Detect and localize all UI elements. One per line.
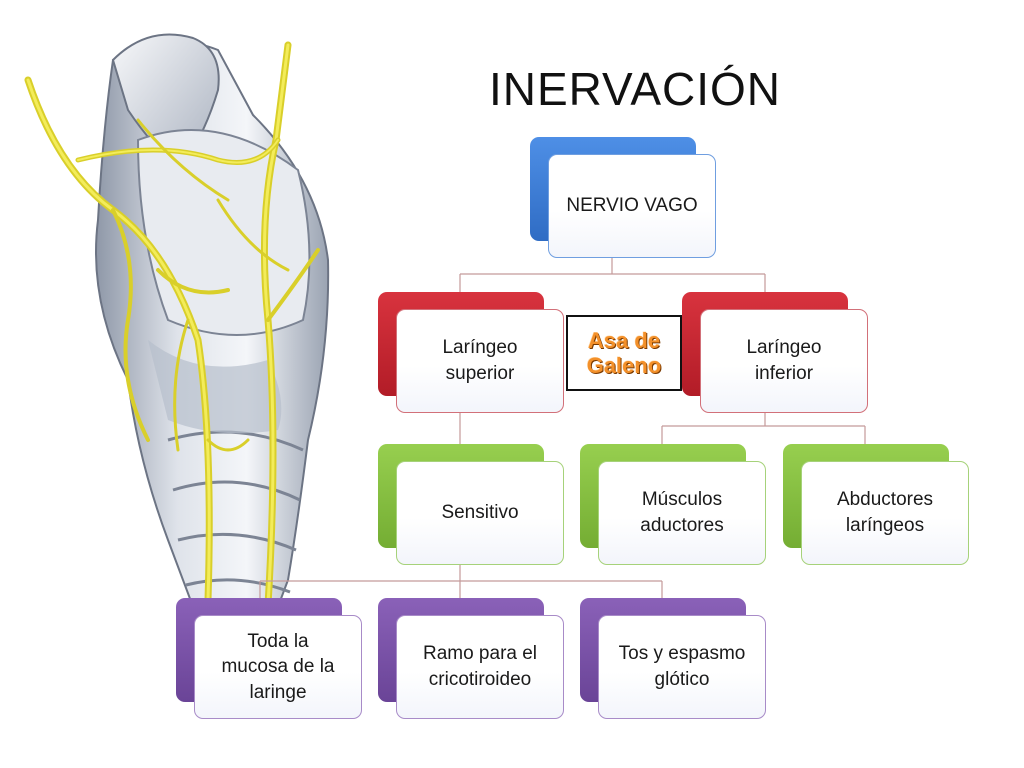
node-musculos-aductores-label: Músculos aductores bbox=[598, 461, 766, 565]
node-abductores-laringeos: Abductores laríngeos bbox=[783, 444, 969, 566]
node-ramo-cricotiroideo-label: Ramo para el cricotiroideo bbox=[396, 615, 564, 719]
node-laringeo-inferior-label: Laríngeo inferior bbox=[700, 309, 868, 413]
node-toda-la-mucosa-label: Toda la mucosa de la laringe bbox=[194, 615, 362, 719]
node-tos-espasmo-label: Tos y espasmo glótico bbox=[598, 615, 766, 719]
asa-de-galeno-annotation: Asa de Galeno bbox=[566, 315, 682, 391]
node-tos-espasmo: Tos y espasmo glótico bbox=[580, 598, 766, 720]
node-laringeo-superior: Laríngeo superior bbox=[378, 292, 564, 414]
node-musculos-aductores: Músculos aductores bbox=[580, 444, 766, 566]
node-sensitivo-label: Sensitivo bbox=[396, 461, 564, 565]
node-nervio-vago: NERVIO VAGO bbox=[530, 137, 716, 259]
node-abductores-laringeos-label: Abductores laríngeos bbox=[801, 461, 969, 565]
node-ramo-cricotiroideo: Ramo para el cricotiroideo bbox=[378, 598, 564, 720]
node-toda-la-mucosa: Toda la mucosa de la laringe bbox=[176, 598, 362, 720]
node-laringeo-superior-label: Laríngeo superior bbox=[396, 309, 564, 413]
node-laringeo-inferior: Laríngeo inferior bbox=[682, 292, 868, 414]
laryngeal-nerves-illustration bbox=[24, 33, 330, 621]
page-title: INERVACIÓN bbox=[488, 63, 782, 115]
node-sensitivo: Sensitivo bbox=[378, 444, 564, 566]
node-nervio-vago-label: NERVIO VAGO bbox=[548, 154, 716, 258]
